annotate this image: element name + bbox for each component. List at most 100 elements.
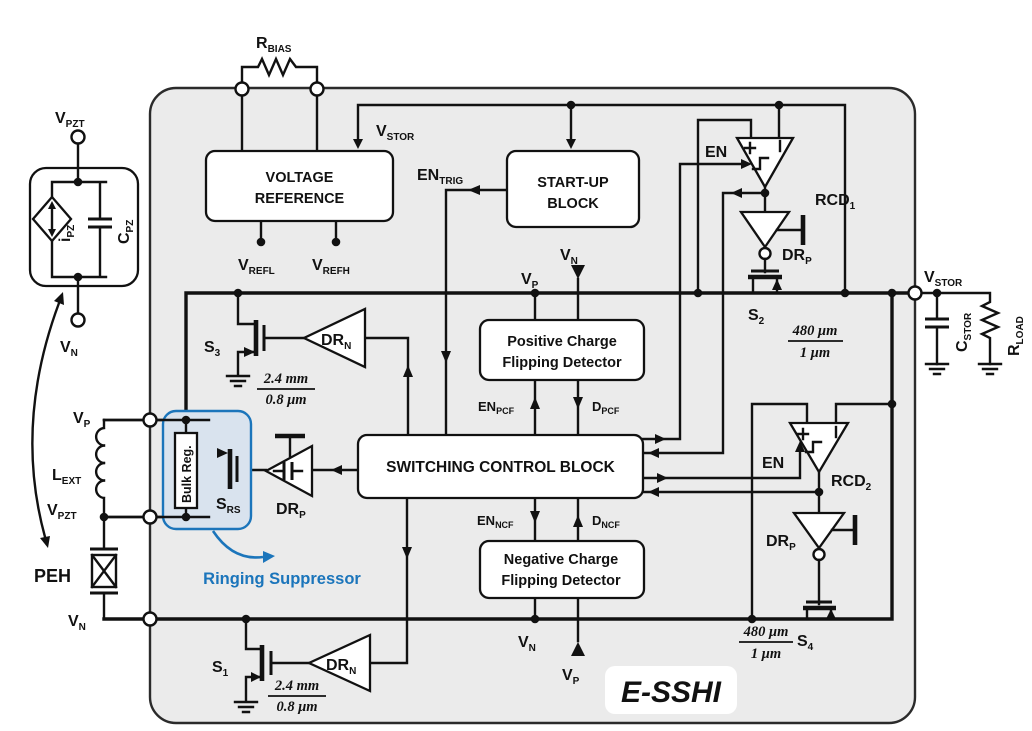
s4-size-den: 1 μm [751, 646, 781, 662]
label-vp-rail: VP [521, 271, 539, 291]
switching-control-block [356, 433, 645, 500]
rcd2-triangle [787, 421, 851, 475]
label-en-ncf: ENNCF [477, 513, 514, 530]
s2-size-den: 1 μm [800, 345, 830, 361]
arrow-d-pcf-icon [573, 397, 583, 409]
wire-lext-peh [95, 418, 106, 621]
label-drn1: DRN [321, 332, 351, 352]
ncf-line2: Flipping Detector [501, 573, 621, 589]
arrow-vp-source-icon [571, 642, 585, 656]
wire-vstor-top-rail [356, 103, 847, 295]
startup-line2: BLOCK [547, 196, 599, 212]
transistor-s4 [803, 600, 836, 621]
wire-pcf-signals [533, 277, 580, 437]
label-srs: SRS [216, 496, 241, 516]
label-drp1: DRP [782, 247, 812, 267]
arrow-vn-source-icon [571, 265, 585, 279]
piezo-model [28, 166, 140, 288]
negative-cfd-block [478, 539, 646, 600]
label-en-rcd1: EN [705, 144, 727, 161]
arrow-d-ncf-icon [573, 515, 583, 527]
terminal-vpzt-model [70, 129, 86, 145]
bulk-regulator-box [173, 431, 199, 510]
peh-x-icon [90, 553, 118, 589]
s4-size-num: 480 μm [743, 624, 789, 640]
arrow-d-rcd2-end-icon [648, 487, 659, 497]
label-vrefl: VREFL [238, 257, 275, 277]
junction-dots [73, 100, 942, 624]
terminal-vp [142, 412, 158, 428]
label-lext: LEXT [52, 467, 81, 487]
s3-size-den: 0.8 μm [265, 392, 306, 408]
arrow-en-rcd2-mid-icon [657, 473, 668, 483]
s3-arrow-icon [244, 347, 255, 357]
comparator-rcd2 [787, 421, 851, 475]
label-en-pcf: ENPCF [478, 399, 515, 416]
terminal-vstor [907, 285, 923, 301]
transistor-s1 [233, 645, 273, 714]
label-vn-ncf: VN [518, 634, 536, 654]
terminal-rbias-right [309, 81, 325, 97]
voltage-reference-block [204, 149, 395, 223]
terminals [70, 81, 923, 627]
voltage-reference-line2: REFERENCE [255, 191, 345, 207]
bulk-regulator-label: Bulk Reg. [180, 445, 194, 503]
arrow-scb-drn2-icon [402, 547, 412, 559]
label-cstor: CSTOR [954, 312, 974, 352]
arrow-en-ncf-icon [530, 511, 540, 523]
label-vn-model: VN [60, 339, 78, 359]
label-rbias: RBIAS [256, 35, 292, 55]
s2-arrow-icon [772, 279, 782, 290]
label-d-pcf: DPCF [592, 399, 620, 416]
arrow-scb-drp-rs-icon [331, 465, 342, 475]
s1-size-den: 0.8 μm [276, 699, 317, 715]
voltage-reference-line1: VOLTAGE [266, 170, 334, 186]
label-vp-ncf: VP [562, 667, 580, 687]
rload-ground-icon [977, 362, 1003, 376]
current-source-arrow-up-icon [48, 201, 56, 209]
driver-drn1-triangle [301, 307, 367, 369]
arrow-en-pcf-icon [530, 397, 540, 409]
s1-ground-icon [233, 700, 259, 714]
ringing-suppressor-pointer-arrow-icon [263, 551, 275, 563]
terminal-vpzt [142, 509, 158, 525]
esshi-title-box [605, 666, 737, 714]
label-drp-rs: DRP [276, 501, 306, 521]
arrow-entrig-left-icon [468, 185, 480, 195]
drp2-bubble-icon [812, 547, 826, 562]
label-drn2: DRN [326, 657, 356, 677]
flow-arrows [331, 139, 805, 656]
label-rcd1: RCD1 [815, 192, 856, 212]
wire-cstor-rload [920, 291, 1001, 366]
positive-cfd-block [478, 318, 646, 382]
arrow-entrig-down-icon [441, 351, 451, 363]
startup-block [505, 149, 641, 229]
label-d-ncf: DNCF [592, 513, 620, 530]
label-cpz: CPZ [116, 220, 136, 244]
comparator-rcd1 [735, 136, 795, 190]
label-vrefh: VREFH [312, 257, 350, 277]
s1-arrow-icon [251, 672, 261, 682]
cstor-ground-icon [924, 362, 950, 376]
label-vp-terminal: VP [73, 410, 91, 430]
label-vstor-right: VSTOR [924, 269, 963, 289]
label-vpzt-model: VPZT [55, 110, 85, 130]
label-entrig: ENTRIG [417, 167, 463, 187]
label-peh: PEH [34, 566, 71, 586]
label-vstor-top: VSTOR [376, 123, 415, 143]
driver-drp1 [738, 210, 806, 274]
label-rload: RLOAD [1006, 316, 1026, 356]
startup-line1: START-UP [537, 175, 609, 191]
label-vn-pcf: VN [560, 247, 578, 267]
curve-arrow-top-icon [54, 292, 64, 305]
diagram-title: E-SSHI [621, 676, 722, 709]
scb-label: SWITCHING CONTROL BLOCK [386, 459, 616, 476]
driver-drp2 [791, 511, 858, 606]
transistor-s3 [225, 320, 266, 388]
transistor-srs [217, 448, 239, 489]
arrow-en-rcd1-mid-icon [655, 434, 666, 444]
label-s2: S2 [748, 307, 765, 327]
drp-rs-triangle [263, 444, 314, 498]
s3-ground-icon [225, 374, 251, 388]
